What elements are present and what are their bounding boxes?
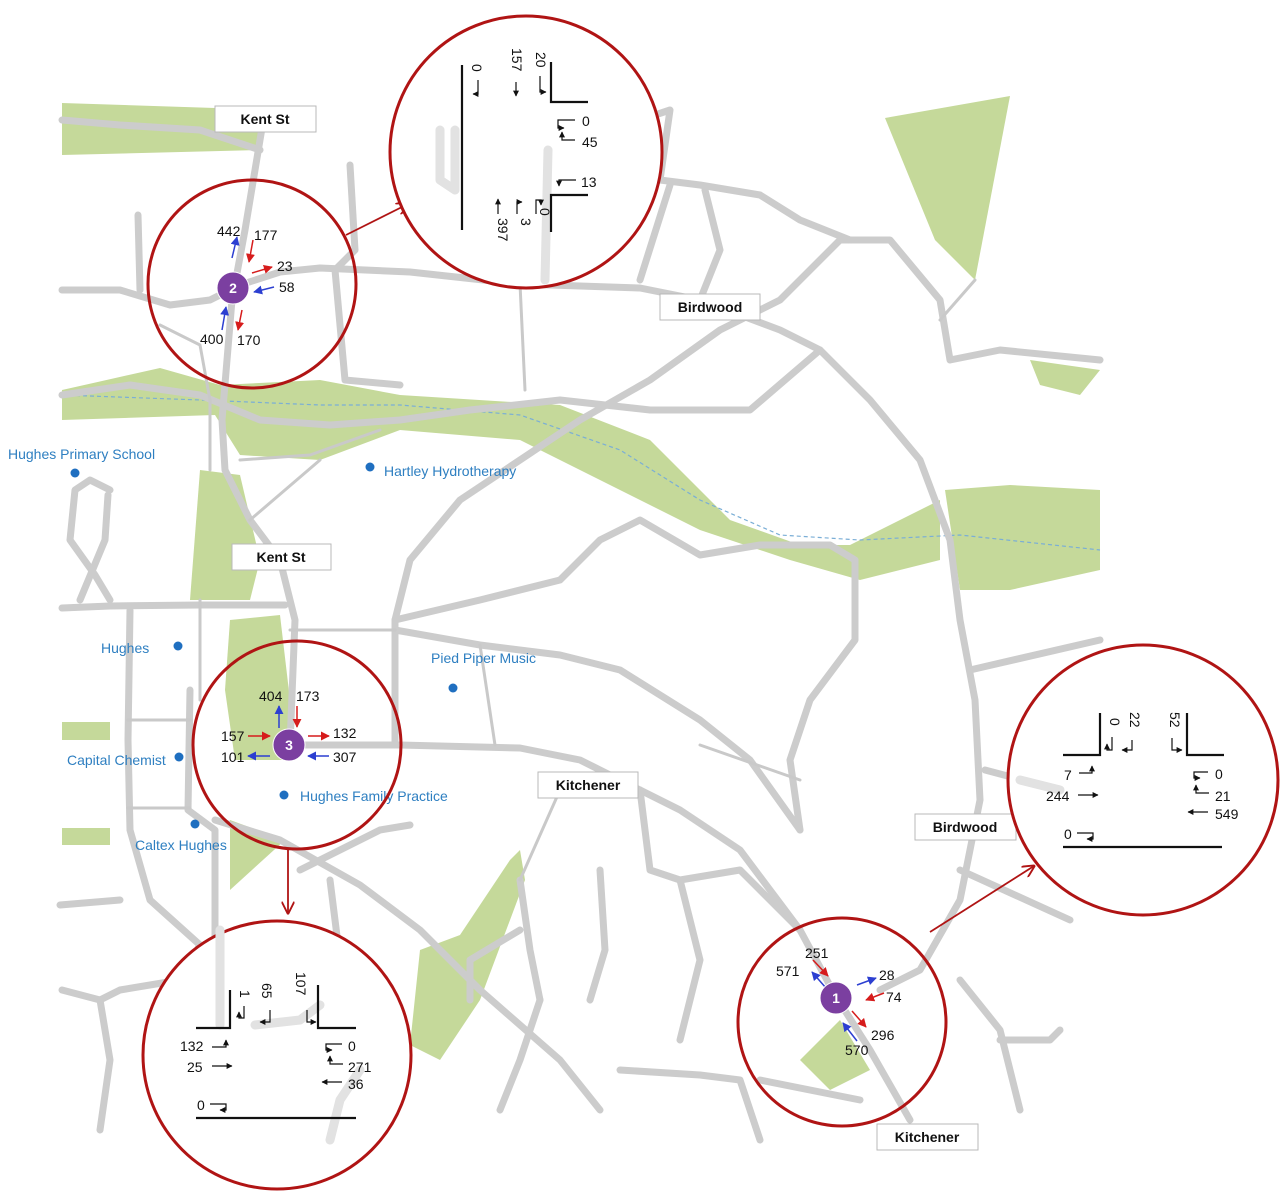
svg-text:0: 0: [537, 208, 553, 216]
minor-roads: [126, 278, 977, 882]
svg-text:Pied Piper Music: Pied Piper Music: [431, 650, 536, 666]
road-label-kitchener-south: Kitchener: [876, 1123, 979, 1151]
svg-text:132: 132: [333, 725, 357, 741]
svg-text:0: 0: [1064, 826, 1072, 842]
svg-text:442: 442: [217, 223, 241, 239]
svg-text:Hughes: Hughes: [101, 640, 149, 656]
svg-text:22: 22: [1127, 712, 1143, 728]
poi-family-practice: Hughes Family Practice: [279, 788, 448, 804]
svg-text:21: 21: [1215, 788, 1231, 804]
svg-text:0: 0: [469, 64, 485, 72]
svg-text:157: 157: [509, 48, 525, 72]
svg-text:0: 0: [1215, 766, 1223, 782]
svg-text:3: 3: [518, 218, 534, 226]
svg-text:1: 1: [832, 990, 840, 1006]
svg-text:3: 3: [285, 737, 293, 753]
poi-primary-school: Hughes Primary School: [8, 446, 155, 478]
svg-text:Kent St: Kent St: [241, 111, 290, 127]
svg-text:Birdwood: Birdwood: [678, 299, 743, 315]
svg-text:Kitchener: Kitchener: [895, 1129, 960, 1145]
svg-text:296: 296: [871, 1027, 895, 1043]
svg-text:173: 173: [296, 688, 320, 704]
svg-text:570: 570: [845, 1042, 869, 1058]
svg-text:404: 404: [259, 688, 283, 704]
svg-text:Hartley Hydrotherapy: Hartley Hydrotherapy: [384, 463, 516, 479]
svg-text:0: 0: [197, 1097, 205, 1113]
node-2-marker: 2: [216, 271, 250, 305]
poi-hughes: Hughes: [101, 640, 183, 656]
intersection-3: 404 173 132 307 157 101 3: [191, 639, 403, 851]
svg-text:0: 0: [348, 1038, 356, 1054]
roads: [56, 106, 1104, 1144]
zoom-circle-2: 20 157 0 0 45 13 0 3 397: [388, 14, 664, 290]
svg-text:52: 52: [1167, 712, 1183, 728]
road-label-birdwood-north: Birdwood: [659, 293, 761, 321]
svg-text:2: 2: [229, 280, 237, 296]
road-label-kitchener-mid: Kitchener: [537, 771, 639, 799]
road-label-birdwood-east: Birdwood: [914, 813, 1017, 841]
svg-text:Hughes Family Practice: Hughes Family Practice: [300, 788, 448, 804]
svg-text:Hughes Primary School: Hughes Primary School: [8, 446, 155, 462]
intersection-2: 442 177 23 58 400 170 2: [146, 178, 358, 390]
svg-text:Kitchener: Kitchener: [556, 777, 621, 793]
poi-caltex: Caltex Hughes: [135, 819, 227, 853]
svg-text:307: 307: [333, 749, 357, 765]
node-1-marker: 1: [819, 981, 853, 1015]
poi-chemist: Capital Chemist: [67, 752, 184, 768]
svg-text:74: 74: [886, 989, 902, 1005]
node-3-marker: 3: [272, 728, 306, 762]
svg-text:549: 549: [1215, 806, 1239, 822]
svg-text:397: 397: [495, 218, 511, 242]
svg-text:7: 7: [1064, 767, 1072, 783]
poi-hydrotherapy: Hartley Hydrotherapy: [365, 462, 516, 479]
svg-text:101: 101: [221, 749, 245, 765]
svg-text:45: 45: [582, 134, 598, 150]
svg-text:23: 23: [277, 258, 293, 274]
svg-text:0: 0: [582, 113, 590, 129]
creek-line: [61, 394, 1101, 551]
svg-text:0: 0: [1107, 718, 1123, 726]
zoom-circle-3: 65 1 107 132 25 0 271 36 0: [141, 919, 413, 1191]
svg-text:28: 28: [879, 967, 895, 983]
svg-text:Birdwood: Birdwood: [933, 819, 998, 835]
poi-pied-piper: Pied Piper Music: [431, 650, 536, 693]
svg-text:Capital Chemist: Capital Chemist: [67, 752, 166, 768]
zoom-circle-1: 22 0 52 7 244 0 21 549 0: [1006, 643, 1280, 917]
svg-text:Kent St: Kent St: [257, 549, 306, 565]
road-label-kent-st-south: Kent St: [231, 543, 332, 571]
svg-text:Caltex Hughes: Caltex Hughes: [135, 837, 227, 853]
svg-text:400: 400: [200, 331, 224, 347]
svg-text:20: 20: [533, 52, 549, 68]
svg-text:58: 58: [279, 279, 295, 295]
svg-text:251: 251: [805, 945, 829, 961]
svg-text:571: 571: [776, 963, 800, 979]
svg-text:170: 170: [237, 332, 261, 348]
svg-text:244: 244: [1046, 788, 1070, 804]
svg-text:13: 13: [581, 174, 597, 190]
road-label-kent-st-north: Kent St: [214, 105, 317, 133]
svg-text:132: 132: [180, 1038, 204, 1054]
svg-text:177: 177: [254, 227, 278, 243]
svg-text:36: 36: [348, 1076, 364, 1092]
svg-text:1: 1: [237, 990, 253, 998]
svg-text:271: 271: [348, 1059, 372, 1075]
svg-text:25: 25: [187, 1059, 203, 1075]
svg-text:65: 65: [259, 983, 275, 999]
svg-text:157: 157: [221, 728, 245, 744]
intersection-1: 571 251 28 74 296 570 1: [736, 916, 948, 1128]
svg-text:107: 107: [293, 972, 309, 996]
